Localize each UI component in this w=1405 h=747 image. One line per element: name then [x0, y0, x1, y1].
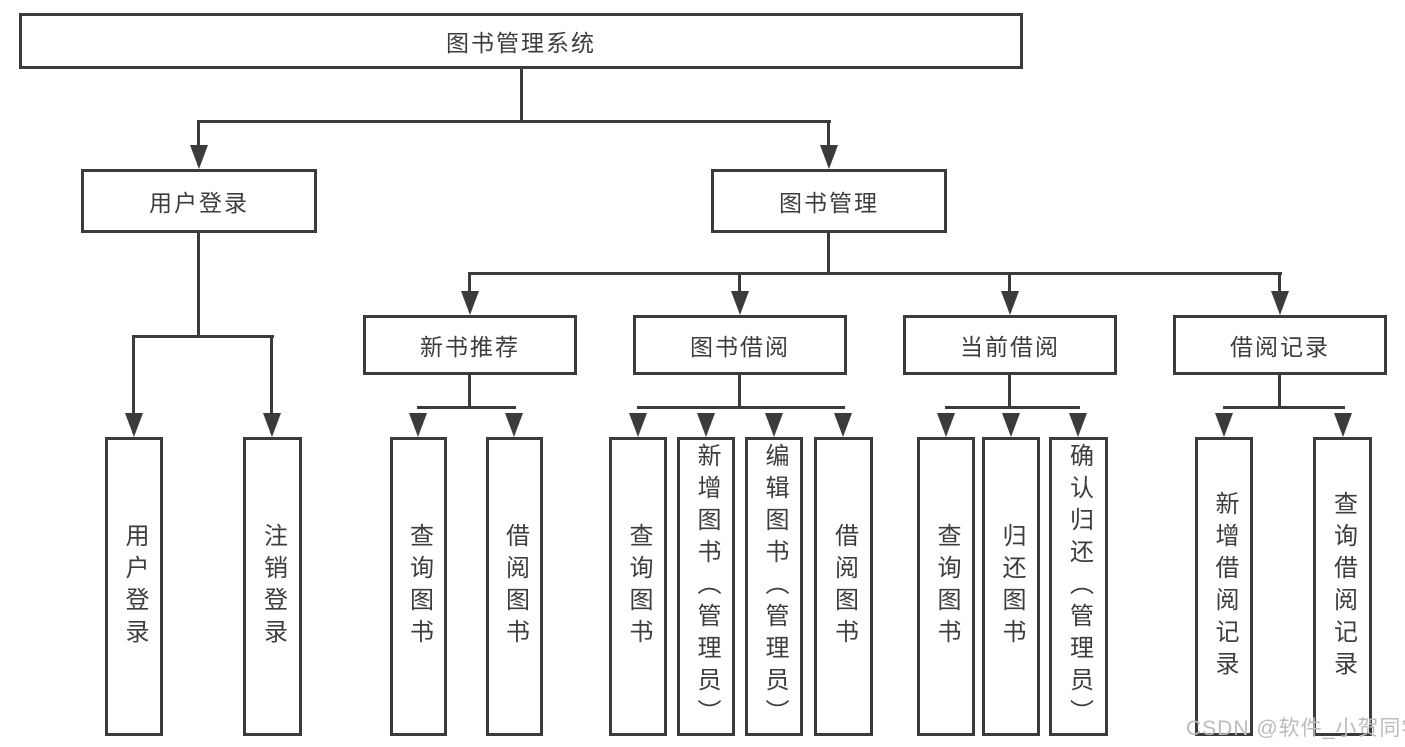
arrowhead-down-icon [937, 413, 955, 437]
connector-line [197, 233, 200, 335]
node-new-book-recommend: 新书推荐 [363, 315, 577, 375]
connector-line [132, 335, 135, 433]
connector-line [197, 120, 200, 165]
arrowhead-down-icon [505, 413, 523, 437]
arrowhead-down-icon [1334, 413, 1352, 437]
node-book-borrow: 图书借阅 [633, 315, 847, 375]
connector-line [468, 375, 471, 406]
connector-line [637, 406, 845, 409]
arrowhead-down-icon [1001, 291, 1019, 315]
connector-line [133, 335, 274, 338]
arrowhead-down-icon [629, 413, 647, 437]
leaf-nbr-borrow-books: 借阅图书 [486, 437, 543, 736]
connector-line [827, 120, 830, 165]
arrowhead-down-icon [1271, 291, 1289, 315]
leaf-cb-query-books: 查询图书 [917, 437, 975, 736]
leaf-br-add-record: 新增借阅记录 [1195, 437, 1253, 736]
leaf-cb-confirm-return: 确认归还（管理员） [1049, 437, 1108, 736]
connector-line [738, 375, 741, 406]
leaf-nbr-query-books: 查询图书 [390, 437, 447, 736]
arrowhead-down-icon [1069, 413, 1087, 437]
arrowhead-down-icon [409, 413, 427, 437]
node-book-management: 图书管理 [711, 169, 947, 233]
connector-line [1278, 272, 1281, 294]
leaf-bb-query-books: 查询图书 [609, 437, 667, 736]
arrowhead-down-icon [1215, 413, 1233, 437]
arrowhead-down-icon [765, 413, 783, 437]
leaf-bb-borrow-books: 借阅图书 [814, 437, 873, 736]
connector-line [520, 69, 523, 120]
connector-line [1223, 406, 1345, 409]
arrowhead-down-icon [697, 413, 715, 437]
connector-line [738, 272, 741, 294]
leaf-bb-edit-books: 编辑图书（管理员） [745, 437, 803, 736]
connector-line [197, 120, 831, 123]
node-user-login: 用户登录 [81, 169, 317, 233]
arrowhead-down-icon [461, 291, 479, 315]
arrowhead-down-icon [190, 145, 208, 169]
arrowhead-down-icon [263, 413, 281, 437]
node-root: 图书管理系统 [19, 13, 1023, 69]
arrowhead-down-icon [834, 413, 852, 437]
csdn-watermark: CSDN @软件_小贺同学 [1186, 717, 1405, 740]
connector-line [468, 272, 1282, 275]
leaf-br-query-record: 查询借阅记录 [1313, 437, 1372, 736]
connector-line [468, 272, 471, 294]
node-current-borrow: 当前借阅 [903, 315, 1117, 375]
connector-line [1008, 272, 1011, 294]
node-borrow-records: 借阅记录 [1173, 315, 1387, 375]
connector-line [1278, 375, 1281, 406]
connector-line [270, 335, 273, 433]
connector-line [945, 406, 1080, 409]
arrowhead-down-icon [731, 291, 749, 315]
leaf-bb-add-books: 新增图书（管理员） [677, 437, 735, 736]
arrowhead-down-icon [1002, 413, 1020, 437]
leaf-cb-return-books: 归还图书 [982, 437, 1040, 736]
connector-line [827, 233, 830, 272]
connector-line [1008, 375, 1011, 406]
arrowhead-down-icon [125, 413, 143, 437]
leaf-user-login: 用户登录 [105, 437, 163, 736]
arrowhead-down-icon [820, 145, 838, 169]
connector-line [417, 406, 516, 409]
leaf-logout: 注销登录 [243, 437, 302, 736]
